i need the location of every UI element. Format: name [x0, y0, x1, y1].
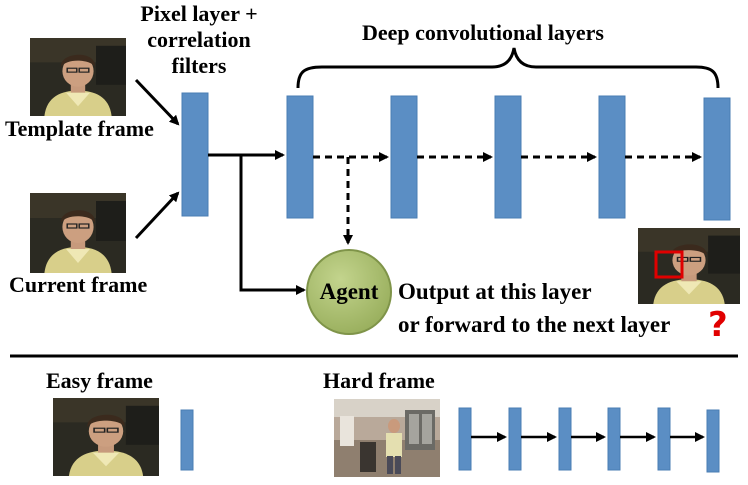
hard-layer-1 — [458, 407, 472, 471]
current-frame-label: Current frame — [9, 272, 148, 297]
template-frame-label: Template frame — [5, 116, 154, 141]
hard-layer-4 — [607, 407, 621, 471]
easy-frame-label: Easy frame — [46, 368, 153, 393]
output-photo — [638, 228, 740, 304]
hard-frame-label: Hard frame — [323, 368, 435, 393]
red-bounding-box — [654, 250, 684, 279]
conv-layer-5 — [703, 97, 731, 221]
pixel-layer-line-3: filters — [171, 53, 227, 78]
easy-layer-block — [180, 409, 194, 471]
pixel-layer-label: Pixel layer + correlation filters — [118, 1, 280, 79]
pixel-layer-line-1: Pixel layer + — [140, 1, 258, 26]
pixel-layer-line-2: correlation — [147, 27, 251, 52]
output-line-1: Output at this layer — [398, 279, 592, 304]
deep-layers-label: Deep convolutional layers — [362, 20, 604, 45]
arrow-current-to-pixel — [134, 191, 180, 240]
hard-layer-2 — [508, 407, 522, 471]
hard-layer-3 — [558, 407, 572, 471]
conv-layer-3 — [494, 95, 522, 219]
hard-frame-photo — [334, 399, 440, 477]
conv-layer-2 — [390, 95, 418, 219]
easy-frame-photo — [53, 398, 159, 476]
deep-layers-brace — [296, 47, 720, 89]
conv-layer-4 — [598, 95, 626, 219]
question-mark: ? — [708, 305, 728, 345]
hard-layer-6 — [706, 409, 720, 473]
arrow-template-to-pixel — [134, 78, 180, 126]
agent-circle — [306, 249, 392, 335]
path-pixel-to-agent — [239, 155, 306, 295]
current-frame-photo — [30, 193, 126, 273]
conv-layer-1 — [286, 95, 314, 219]
template-frame-photo — [30, 38, 126, 116]
pixel-layer-block — [181, 92, 209, 217]
output-line-2: or forward to the next layer — [398, 312, 671, 337]
agent-label: Agent — [319, 279, 379, 304]
hard-layer-5 — [657, 407, 671, 471]
